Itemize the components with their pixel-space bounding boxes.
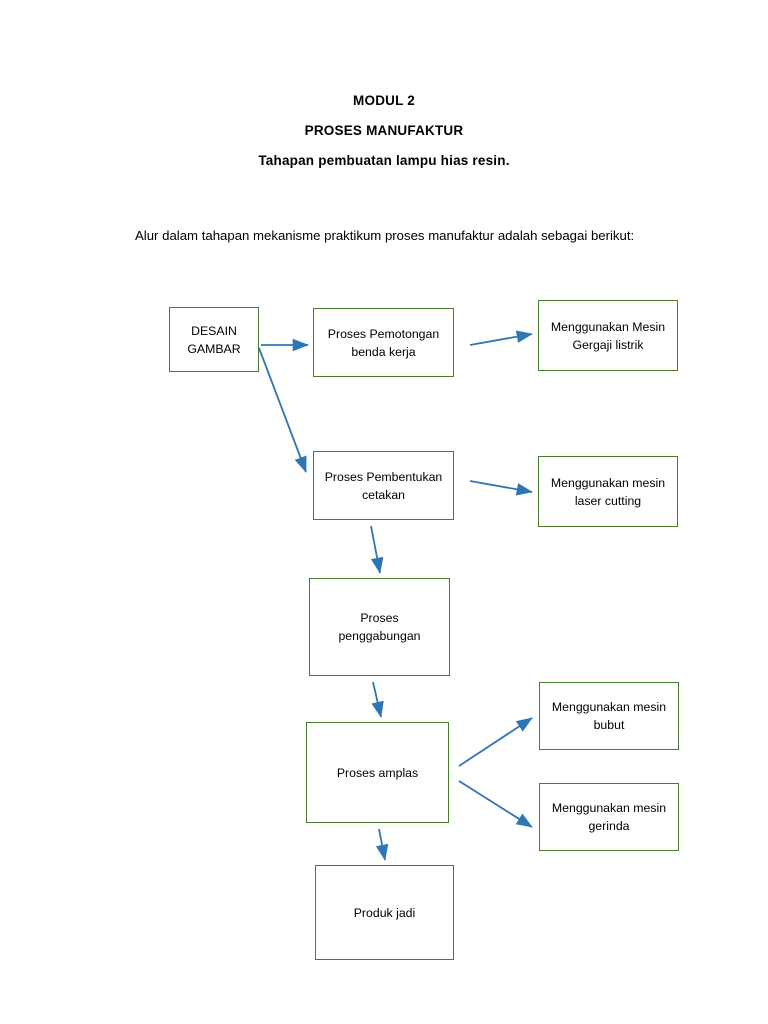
node-mesin-gerinda-line-1: Menggunakan mesin	[551, 801, 667, 815]
node-mesin-gerinda-line-2: gerinda	[588, 819, 630, 833]
arrow-penggabungan-to-amplas	[371, 681, 384, 718]
node-mesin-bubut-line-1: Menggunakan mesin	[551, 700, 667, 714]
intro-paragraph: Alur dalam tahapan mekanisme praktikum p…	[90, 221, 680, 251]
node-mesin-bubut-line-2: bubut	[593, 718, 625, 732]
arrow-desain-to-pembentukan	[258, 347, 307, 473]
node-proses-penggabungan-line-1: Proses	[360, 611, 399, 625]
arrow-pembentukan-to-penggabungan	[370, 525, 384, 574]
paragraph-text: Alur dalam tahapan mekanisme praktikum p…	[135, 228, 635, 244]
node-mesin-gergaji-listrik-line-2: Gergaji listrik	[572, 337, 644, 352]
arrow-amplas-to-produkjadi	[375, 828, 389, 861]
node-desain-gambar-line-2: GAMBAR	[187, 341, 241, 356]
node-mesin-laser-cutting[interactable]: Menggunakan mesin laser cutting	[538, 456, 678, 527]
node-proses-amplas-line-1: Proses amplas	[336, 765, 419, 780]
arrow-pembentukan-to-lasercutting	[469, 480, 533, 496]
node-desain-gambar[interactable]: DESAIN GAMBAR	[169, 307, 259, 372]
node-mesin-laser-cutting-line-2: laser cutting	[574, 493, 642, 508]
node-mesin-bubut[interactable]: Menggunakan mesin bubut	[539, 682, 679, 750]
arrow-pemotongan-to-gergaji	[469, 330, 533, 346]
node-proses-pembentukan-cetakan-line-1: Proses Pembentukan	[324, 469, 443, 484]
node-proses-pembentukan-cetakan-line-2: cetakan	[361, 487, 406, 502]
node-proses-pemotongan[interactable]: Proses Pemotongan benda kerja	[313, 308, 454, 377]
node-desain-gambar-line-1: DESAIN	[191, 323, 237, 338]
node-mesin-gergaji-listrik[interactable]: Menggunakan Mesin Gergaji listrik	[538, 300, 678, 371]
node-proses-penggabungan-line-2: penggabungan	[338, 629, 421, 643]
node-mesin-laser-cutting-line-1: Menggunakan mesin	[550, 475, 666, 490]
node-proses-amplas[interactable]: Proses amplas	[306, 722, 449, 823]
node-proses-penggabungan[interactable]: Proses penggabungan	[309, 578, 450, 676]
node-mesin-gerinda[interactable]: Menggunakan mesin gerinda	[539, 783, 679, 851]
node-proses-pemotongan-line-1: Proses Pemotongan	[327, 326, 440, 341]
node-proses-pemotongan-line-2: benda kerja	[351, 344, 416, 359]
arrow-amplas-to-bubut	[458, 717, 533, 767]
node-proses-pembentukan-cetakan[interactable]: Proses Pembentukan cetakan	[313, 451, 454, 520]
arrow-amplas-to-gerinda	[458, 780, 533, 828]
node-produk-jadi[interactable]: Produk jadi	[315, 865, 454, 960]
heading-modul: MODUL 2	[353, 93, 415, 108]
node-mesin-gergaji-listrik-line-1: Menggunakan Mesin	[550, 319, 666, 334]
heading-tahapan: Tahapan pembuatan lampu hias resin.	[258, 153, 510, 168]
heading-proses: PROSES MANUFAKTUR	[304, 123, 464, 138]
node-produk-jadi-line-1: Produk jadi	[353, 905, 416, 920]
